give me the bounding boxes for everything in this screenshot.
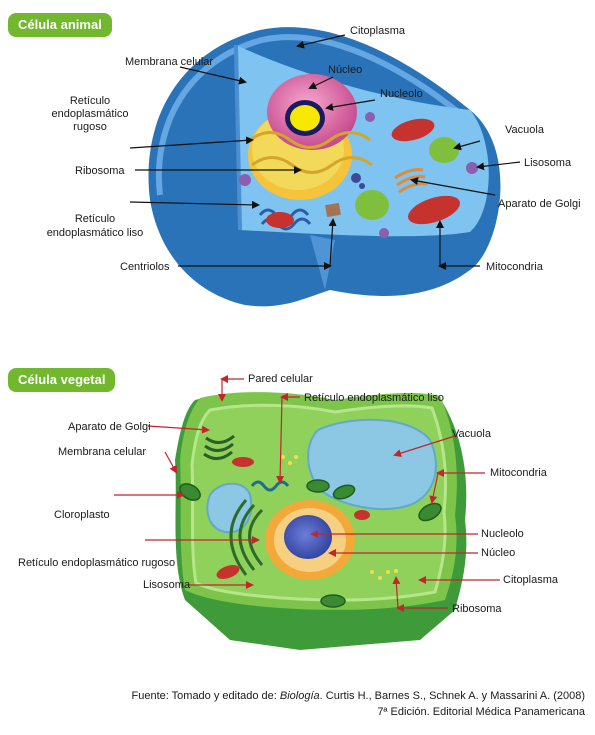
source-book: Biología — [279, 690, 320, 702]
plant-chloroplasts — [179, 479, 442, 608]
label-mitocondria: Mitocondria — [486, 261, 544, 273]
label-reticulo-rugoso-1: Retículo — [70, 95, 110, 107]
label-reticulo-liso-1: Retículo — [75, 213, 115, 225]
plant-golgi — [203, 434, 235, 460]
plant-vacuole-2 — [206, 482, 253, 534]
label-nucleolo: Nucleolo — [380, 88, 423, 100]
animal-membrane — [155, 34, 460, 196]
source-line-2: 7ª Edición. Editorial Médica Panamerican… — [377, 706, 585, 718]
label-lisosoma: Lisosoma — [524, 157, 572, 169]
animal-centrioles — [325, 202, 341, 218]
source-line-1: Fuente: Tomado y editado de: Biología. C… — [132, 690, 586, 702]
animal-ribosomes — [351, 173, 365, 189]
centriole-stalk — [310, 235, 335, 290]
plant-rough-er — [229, 499, 264, 576]
label-centriolos: Centriolos — [120, 261, 170, 273]
plant-cell: Pared celular Retículo endoplasmático li… — [18, 373, 559, 650]
animal-vacuole — [429, 137, 459, 163]
label-reticulo-rugoso-2: endoplasmático — [51, 108, 128, 120]
label-pared-celular: Pared celular — [248, 373, 313, 385]
animal-cell: Citoplasma Membrana celular Núcleo Nucle… — [47, 25, 581, 307]
label-aparato-golgi: Aparato de Golgi — [498, 198, 581, 210]
label-membrana-celular: Membrana celular — [125, 56, 213, 68]
label-aparato-golgi-vegetal: Aparato de Golgi — [68, 421, 151, 433]
label-reticulo-rugoso-3: rugoso — [73, 121, 107, 133]
label-citoplasma-vegetal: Citoplasma — [503, 574, 559, 586]
label-mitocondria-vegetal: Mitocondria — [490, 467, 548, 479]
plant-vacuole — [307, 418, 437, 511]
plant-ribosomes — [281, 455, 398, 580]
label-membrana-celular-vegetal: Membrana celular — [58, 446, 146, 458]
label-vacuola: Vacuola — [505, 124, 545, 136]
label-vacuola-vegetal: Vacuola — [452, 428, 492, 440]
label-reticulo-liso-2: endoplasmático liso — [47, 227, 144, 239]
label-ribosoma: Ribosoma — [75, 165, 125, 177]
label-ribosoma-vegetal: Ribosoma — [452, 603, 502, 615]
animal-rough-er — [249, 131, 371, 149]
animal-vacuole-2 — [355, 190, 389, 220]
label-cloroplasto: Cloroplasto — [54, 509, 110, 521]
label-reticulo-rugoso: Retículo endoplasmático rugoso — [18, 557, 175, 569]
animal-lysosome-2 — [239, 174, 251, 186]
label-nucleo: Núcleo — [328, 64, 362, 76]
animal-cell-title: Célula animal — [8, 13, 112, 37]
label-lisosoma-vegetal: Lisosoma — [143, 579, 191, 591]
plant-cell-title: Célula vegetal — [8, 368, 116, 392]
source-prefix: Fuente: Tomado y editado de: — [131, 690, 280, 702]
label-citoplasma: Citoplasma — [350, 25, 406, 37]
label-nucleolo-vegetal: Nucleolo — [481, 528, 524, 540]
plant-nucleus — [265, 500, 355, 580]
label-reticulo-liso: Retículo endoplasmático liso — [304, 392, 444, 404]
source-rest: . Curtis H., Barnes S., Schnek A. y Mass… — [319, 690, 585, 702]
animal-lysosome — [466, 162, 478, 174]
animal-mitochondria — [266, 118, 460, 228]
animal-lysosome-3 — [379, 228, 389, 238]
animal-lysosome-4 — [365, 112, 375, 122]
label-nucleo-vegetal: Núcleo — [481, 547, 515, 559]
plant-mitochondria — [216, 457, 370, 579]
